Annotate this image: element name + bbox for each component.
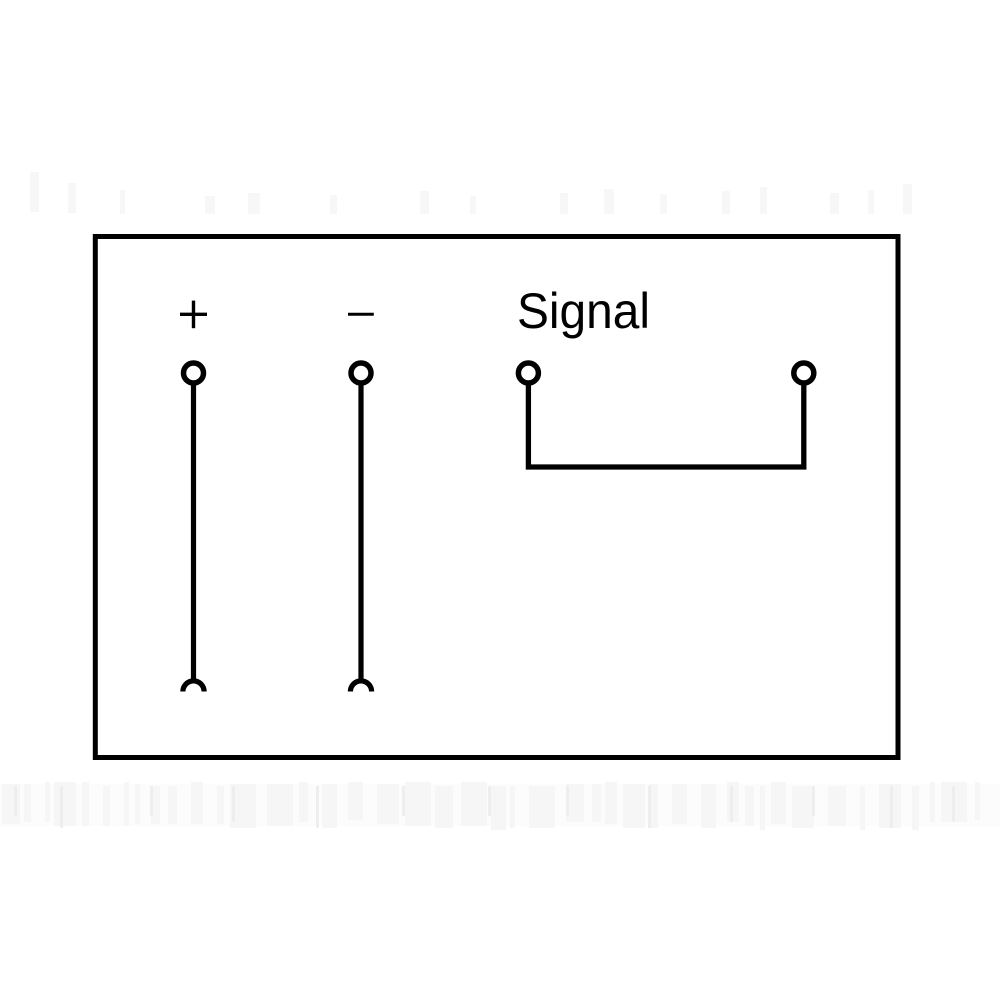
svg-text:Signal: Signal — [517, 283, 650, 339]
